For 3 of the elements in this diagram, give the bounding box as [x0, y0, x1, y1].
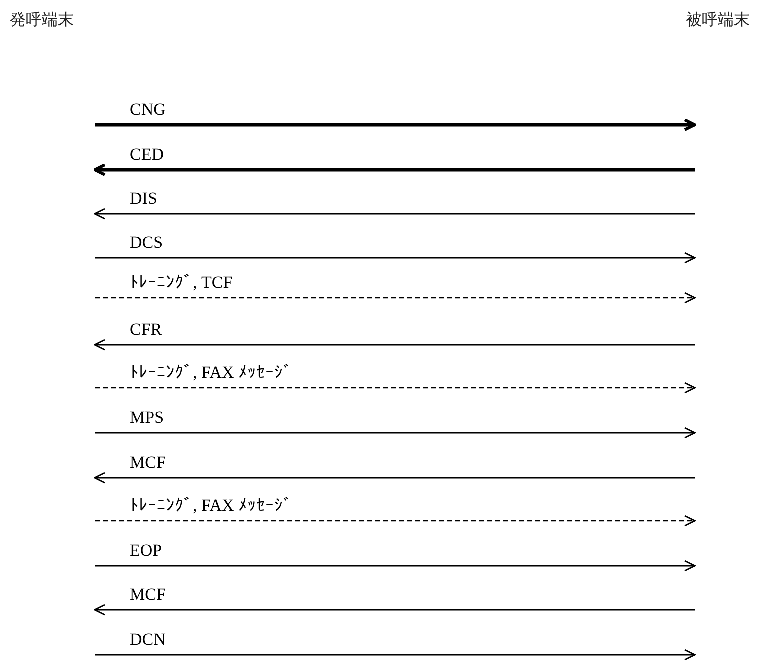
message-label: ﾄﾚｰﾆﾝｸﾞ, TCF: [130, 273, 233, 292]
terminal-label: 被呼端末: [686, 10, 750, 31]
terminal-label: 発呼端末: [10, 10, 74, 31]
